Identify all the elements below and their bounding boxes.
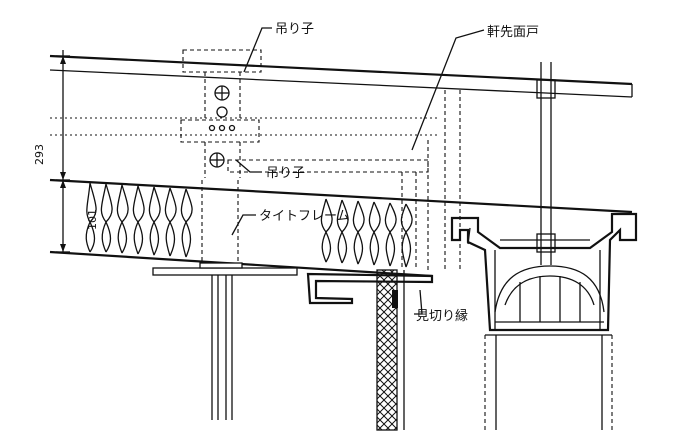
hanger-top: [182, 49, 262, 120]
hanger-label-top: 吊り子: [275, 22, 314, 37]
parting-edge-trim: [306, 269, 434, 431]
roof-panel: [49, 54, 633, 278]
dimension-lines: [56, 50, 70, 253]
gutter: [450, 212, 638, 430]
eave-face-label: 軒先面戸: [487, 25, 539, 40]
hanger-middle: [180, 119, 260, 178]
tight-frame: [152, 262, 298, 420]
leader-lines: [231, 27, 485, 315]
parting-edge-label: 見切り縁: [416, 308, 468, 324]
frame-dashed-guides: [201, 90, 461, 270]
insulation-left: [85, 182, 193, 258]
insulation-right: [320, 198, 413, 268]
hanger-label-middle: 吊り子: [266, 166, 305, 181]
hanging-bolt: [536, 62, 556, 265]
tight-frame-label: タイトフレーム: [259, 209, 350, 224]
dimension-293: 293: [33, 144, 46, 165]
